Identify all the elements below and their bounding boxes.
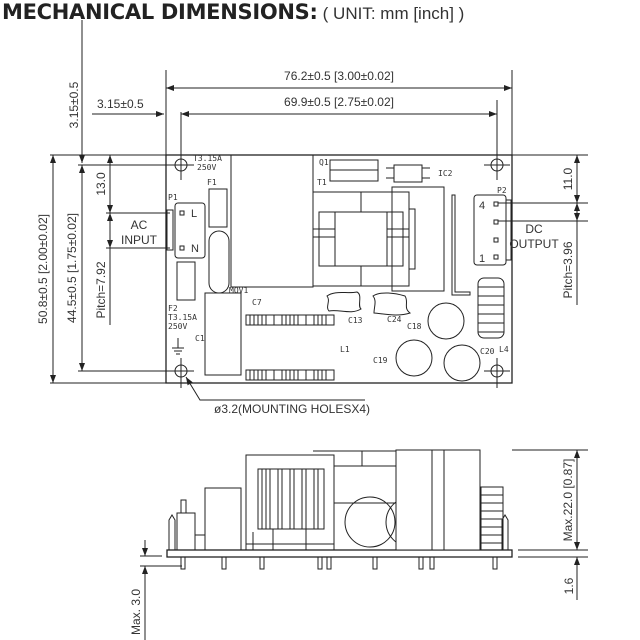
- c7-label: C7: [252, 298, 262, 307]
- dc-output-label-2: OUTPUT: [509, 237, 559, 251]
- mounting-hole-icon: [168, 358, 194, 388]
- pin-icon: [493, 237, 499, 243]
- c18-label: C18: [407, 322, 422, 331]
- mov1-label: MOV1: [229, 286, 248, 295]
- width-holes-dim: 69.9±0.5 [2.75±0.02]: [284, 95, 394, 109]
- mounting-holes-dim: ø3.2(MOUNTING HOLESX4): [214, 402, 370, 416]
- dc-output-label: DC: [525, 222, 543, 236]
- heatsink-bar: [451, 194, 471, 296]
- fuse-f2: [176, 261, 196, 301]
- capacitor-c13: [326, 291, 362, 313]
- ac-input-label: AC: [131, 218, 148, 232]
- pin-icon: [493, 254, 499, 260]
- connector-p1-body: [166, 209, 174, 251]
- fuse-f1: [208, 188, 228, 228]
- capacitor-side: [344, 496, 396, 548]
- mounting-holes: [168, 100, 510, 388]
- pcb-side: [166, 549, 513, 558]
- t1-label: T1: [317, 178, 327, 187]
- connector-p1: [174, 202, 206, 259]
- c19-label: C19: [373, 356, 388, 365]
- ac-input-label-2: INPUT: [121, 233, 158, 247]
- q1-label: Q1: [319, 158, 329, 167]
- max-height-dim: Max.22.0 [0.87]: [561, 459, 575, 542]
- height-overall-dim: 50.8±0.5 [2.00±0.02]: [36, 214, 50, 324]
- pin-icon: [493, 219, 499, 225]
- pin-4-label: 4: [479, 200, 485, 212]
- board-thickness-dim: 1.6: [562, 577, 576, 594]
- ac-pitch-dim: Pitch=7.92: [94, 261, 108, 318]
- width-overall-dim: 76.2±0.5 [3.00±0.02]: [284, 69, 394, 83]
- l4-label: L4: [499, 345, 509, 354]
- c1-label: C1: [195, 334, 205, 343]
- capacitor-c19: [395, 339, 433, 377]
- capacitor-c20: [443, 344, 481, 382]
- inductor-l1: [245, 314, 335, 381]
- top-view: T3.15A 250V F1 MOV1 P1 L N F2 T3.15A 250…: [165, 100, 513, 388]
- inductor-l4: [477, 277, 505, 339]
- title-main: MECHANICAL DIMENSIONS:: [2, 0, 318, 24]
- inductor-l4-side: [480, 486, 504, 551]
- page-title: MECHANICAL DIMENSIONS: ( UNIT: mm [inch]…: [2, 0, 464, 24]
- transformer-fins: [257, 468, 325, 530]
- connector-p2-body: [505, 199, 512, 261]
- fuse1-rating: T3.15A: [193, 154, 222, 163]
- c20-label: C20: [480, 347, 495, 356]
- title-unit: ( UNIT: mm [inch] ): [322, 4, 465, 23]
- dc-pitch-dim: Pitch=3.96: [561, 241, 575, 298]
- fuse1-voltage: 250V: [197, 163, 216, 172]
- fuse2-rating: T3.15A: [168, 313, 197, 322]
- pin-n-label: N: [191, 243, 199, 255]
- common-mode-choke: [230, 154, 314, 288]
- ground-icon: [172, 338, 184, 355]
- mov1: [208, 230, 230, 294]
- ic2: [393, 164, 423, 183]
- ic2-label: IC2: [438, 169, 453, 178]
- f2-label: F2: [168, 304, 178, 313]
- capacitor-c18: [427, 302, 465, 340]
- dc-offset-dim: 11.0: [561, 167, 575, 190]
- pcb-outline: [165, 154, 513, 384]
- mounting-hole-icon: [484, 358, 510, 388]
- pin-icon: [179, 245, 185, 251]
- dimension-lines: 76.2±0.5 [3.00±0.02] 69.9±0.5 [2.75±0.02…: [36, 20, 588, 416]
- hole-offset-x-dim: 3.15±0.5: [97, 97, 144, 111]
- height-holes-dim: 44.5±0.5 [1.75±0.02]: [65, 213, 79, 323]
- pin-icon: [179, 210, 185, 216]
- pin-1-label: 1: [479, 253, 485, 265]
- f1-label: F1: [207, 178, 217, 187]
- capacitor-c24: [372, 292, 412, 316]
- c24-label: C24: [387, 315, 402, 324]
- max-lead-dim: Max. 3.0: [129, 589, 143, 635]
- side-view: Max.22.0 [0.87] 1.6 Max. 3.0: [129, 449, 588, 640]
- p2-label: P2: [497, 186, 507, 195]
- hole-offset-y-dim: 3.15±0.5: [67, 81, 81, 128]
- capacitor-c1: [204, 292, 242, 376]
- fuse2-voltage: 250V: [168, 322, 187, 331]
- p1-label: P1: [168, 193, 178, 202]
- pin-l-label: L: [191, 208, 197, 220]
- transformer-t1: [312, 186, 445, 292]
- pin-icon: [493, 201, 499, 207]
- ac-offset-dim: 13.0: [94, 172, 108, 196]
- mounting-hole-icon: [484, 100, 510, 180]
- l1-label: L1: [340, 345, 350, 354]
- c13-label: C13: [348, 316, 363, 325]
